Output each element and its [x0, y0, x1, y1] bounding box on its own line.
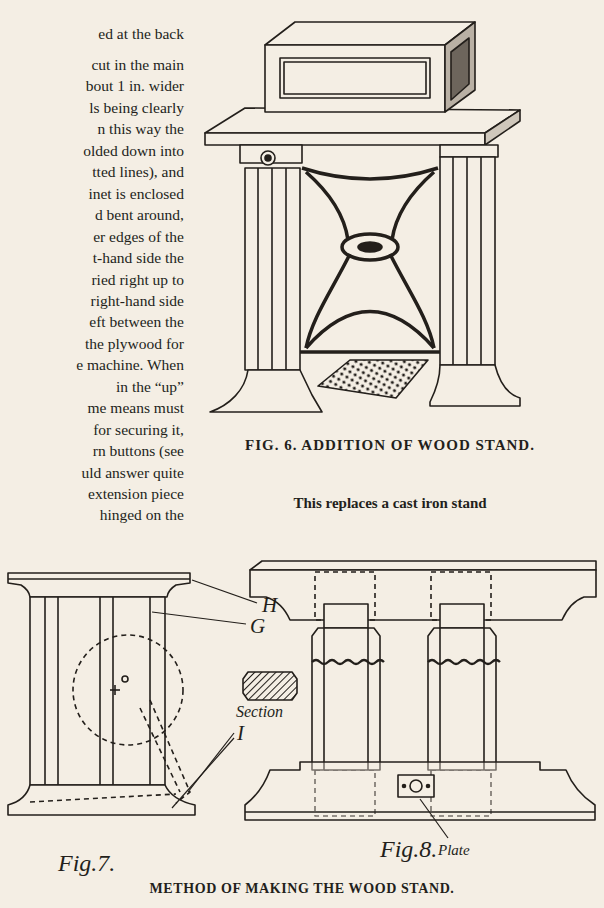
body-text-line: for securing it, [0, 421, 184, 438]
body-text-line: hinged on the [0, 506, 184, 523]
body-text-line: ed at the back [0, 25, 184, 42]
part-label: Plate [438, 842, 470, 859]
body-text-line: n this way the [0, 120, 184, 137]
figure-number: Fig.7. [58, 850, 115, 876]
body-text-line: inet is enclosed [0, 185, 184, 202]
body-text-line: the plywood for [0, 335, 184, 352]
body-text-line: bout 1 in. wider [0, 77, 184, 94]
body-text-line: uld answer quite [0, 464, 184, 481]
body-text-line: in the “up” [0, 378, 184, 395]
leader-lines [152, 580, 448, 838]
figure-caption: METHOD OF MAKING THE WOOD STAND. [20, 881, 584, 896]
body-text-line: rn buttons (see [0, 442, 184, 459]
body-text-line: er edges of the [0, 228, 184, 245]
section-label: Section [236, 703, 283, 721]
figure-caption: FIG. 6. ADDITION OF WOOD STAND. [215, 437, 565, 454]
body-text-line: ried right up to [0, 271, 184, 288]
body-text-line: d bent around, [0, 206, 184, 223]
body-text-line: e machine. When [0, 356, 184, 373]
body-text-line: eft between the [0, 313, 184, 330]
body-text-line: right-hand side [0, 292, 184, 309]
fig6-stand-drawing [205, 22, 520, 412]
body-text-line: extension piece [0, 485, 184, 502]
body-text-line: ls being clearly [0, 99, 184, 116]
fig8-front-frame [243, 561, 596, 820]
figure-number: Fig.8. [380, 836, 437, 862]
part-letter: I [237, 722, 244, 745]
body-text-line: cut in the main [0, 56, 184, 73]
body-text-line: tted lines), and [0, 163, 184, 180]
part-letter: G [250, 615, 265, 638]
body-text-line: t-hand side the [0, 249, 184, 266]
body-text-line: olded down into [0, 142, 184, 159]
body-text-line: me means must [0, 399, 184, 416]
fig7-side-frame [8, 573, 195, 815]
figure-subcaption: This replaces a cast iron stand [215, 495, 565, 512]
part-letter: H [262, 594, 277, 617]
